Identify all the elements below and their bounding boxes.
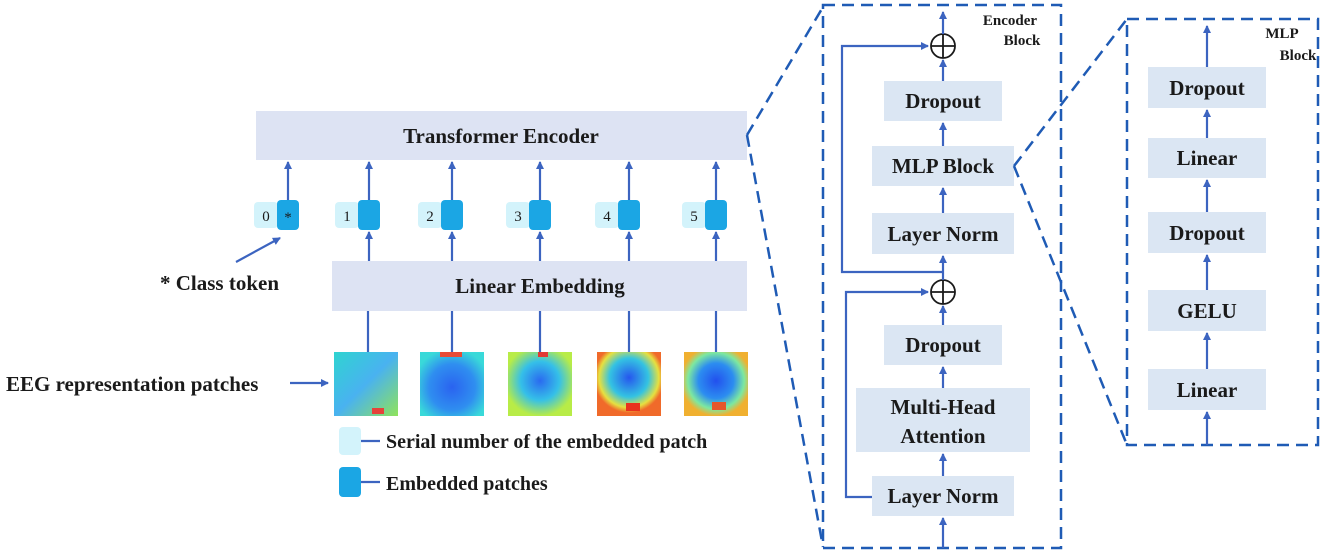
zoom-line-top bbox=[745, 6, 825, 136]
serial-number-label: 1 bbox=[343, 209, 351, 225]
class-token-label: * Class token bbox=[160, 271, 279, 295]
token-1: 1 bbox=[335, 161, 380, 261]
legend-embedded-swatch bbox=[339, 467, 361, 497]
enc-dropout-top-box bbox=[884, 81, 1002, 121]
serial-number-label: 2 bbox=[426, 209, 434, 225]
token-4: 4 bbox=[595, 161, 640, 261]
legend-serial-swatch bbox=[339, 427, 361, 455]
patch-accent bbox=[538, 352, 548, 357]
transformer-encoder-box bbox=[256, 111, 747, 160]
legend-serial-label: Serial number of the embedded patch bbox=[386, 431, 707, 453]
eeg-patches bbox=[334, 352, 748, 416]
add-circle-top bbox=[930, 33, 956, 59]
patch-accent bbox=[440, 352, 462, 357]
residual-top bbox=[840, 42, 943, 274]
enc-mlp-block-box bbox=[872, 146, 1014, 186]
enc-dropout-bottom-label: Dropout bbox=[905, 333, 980, 357]
mlp-block-title-2: Block bbox=[1280, 48, 1317, 64]
mlp-linear-bottom-label: Linear bbox=[1177, 378, 1238, 402]
token-0: 0* bbox=[254, 161, 299, 230]
serial-number-label: 0 bbox=[262, 209, 270, 225]
embedded-patch-box bbox=[277, 200, 299, 230]
enc-layer-norm-top-box bbox=[872, 213, 1014, 254]
class-token-arrow bbox=[235, 237, 281, 263]
eeg-representation-label: EEG representation patches bbox=[6, 372, 258, 396]
token-2: 2 bbox=[418, 161, 463, 261]
enc-layer-norm-bottom-box bbox=[872, 476, 1014, 516]
mlp-zoom-line-bottom bbox=[1012, 165, 1129, 446]
patch-accent bbox=[372, 408, 384, 414]
mlp-gelu-label: GELU bbox=[1177, 299, 1237, 323]
mlp-zoom-line-top bbox=[1013, 18, 1128, 167]
serial-number-box bbox=[682, 202, 706, 228]
add-circle-bottom bbox=[930, 279, 956, 305]
residual-bottom bbox=[844, 288, 929, 499]
serial-number-box bbox=[506, 202, 530, 228]
mlp-block-title-1: MLP bbox=[1265, 26, 1298, 42]
mlp-dropout-top-box bbox=[1148, 67, 1266, 108]
enc-mlp-block-label: MLP Block bbox=[892, 154, 994, 178]
encoder-block-title-1: Encoder bbox=[983, 13, 1038, 29]
mlp-linear-top-label: Linear bbox=[1177, 146, 1238, 170]
mlp-dropout-mid-label: Dropout bbox=[1169, 221, 1244, 245]
enc-layer-norm-top-label: Layer Norm bbox=[888, 222, 1000, 246]
serial-number-box bbox=[335, 202, 359, 228]
zoom-line-bottom bbox=[745, 134, 825, 548]
serial-number-box bbox=[254, 202, 278, 228]
eeg-patch-1 bbox=[334, 352, 398, 416]
enc-dropout-top-label: Dropout bbox=[905, 89, 980, 113]
encoder-block-title-2: Block bbox=[1004, 33, 1041, 49]
transformer-encoder-label: Transformer Encoder bbox=[403, 124, 599, 148]
mlp-linear-bottom-box bbox=[1148, 369, 1266, 410]
serial-number-box bbox=[595, 202, 619, 228]
serial-number-label: 4 bbox=[603, 209, 611, 225]
embedded-patch-box bbox=[441, 200, 463, 230]
patch-to-embedding-lines bbox=[366, 311, 718, 352]
enc-mha-label-2: Attention bbox=[900, 424, 985, 448]
token-3: 3 bbox=[506, 161, 551, 261]
enc-mha-box bbox=[856, 388, 1030, 452]
legend-embedded-label: Embedded patches bbox=[386, 473, 548, 495]
linear-embedding-box bbox=[332, 261, 747, 311]
embedded-patch-box bbox=[705, 200, 727, 230]
patch-accent bbox=[626, 403, 640, 411]
embedded-patch-box bbox=[529, 200, 551, 230]
embedded-patch-box bbox=[358, 200, 380, 230]
serial-number-box bbox=[418, 202, 442, 228]
enc-dropout-bottom-box bbox=[884, 325, 1002, 365]
mlp-dropout-top-label: Dropout bbox=[1169, 76, 1244, 100]
enc-mha-label-1: Multi-Head bbox=[891, 395, 996, 419]
enc-layer-norm-bottom-label: Layer Norm bbox=[888, 484, 1000, 508]
serial-number-label: 3 bbox=[514, 209, 522, 225]
mlp-block-frame bbox=[1125, 17, 1320, 447]
mlp-gelu-box bbox=[1148, 290, 1266, 331]
patch-accent bbox=[712, 402, 726, 410]
serial-number-label: 5 bbox=[690, 209, 698, 225]
mlp-dropout-mid-box bbox=[1148, 212, 1266, 253]
mlp-linear-top-box bbox=[1148, 138, 1266, 178]
token-5: 5 bbox=[682, 161, 727, 261]
eeg-patch-2 bbox=[420, 352, 484, 416]
eeg-patch-3 bbox=[508, 352, 572, 416]
class-token-mark: * bbox=[284, 210, 292, 226]
embedded-patch-box bbox=[618, 200, 640, 230]
linear-embedding-label: Linear Embedding bbox=[455, 274, 625, 298]
